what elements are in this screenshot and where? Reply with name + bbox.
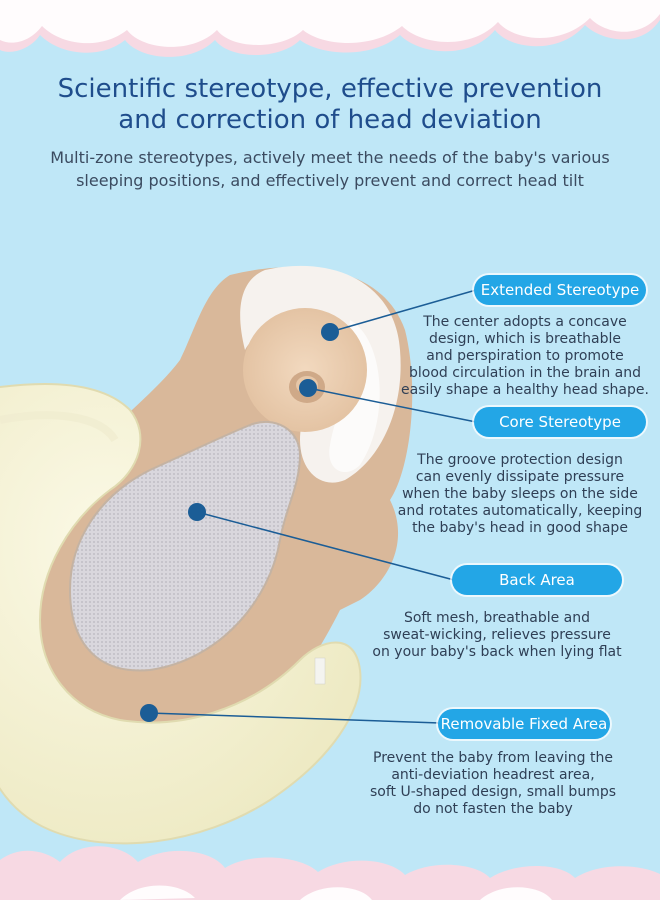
desc-line: on your baby's back when lying flat: [372, 644, 622, 660]
desc-removable-fixed-area: Prevent the baby from leaving the anti-d…: [364, 750, 622, 818]
desc-extended-stereotype: The center adopts a concave design, whic…: [400, 314, 650, 399]
page-title: Scientific stereotype, effective prevent…: [30, 74, 630, 136]
title-line-2: and correction of head deviation: [118, 105, 542, 135]
desc-line: anti-deviation headrest area,: [391, 767, 595, 783]
desc-line: Soft mesh, breathable and: [403, 610, 591, 626]
desc-line: design, which is breathable: [428, 331, 622, 347]
desc-line: sweat-wicking, relieves pressure: [383, 627, 611, 643]
subtitle-line-2: sleeping positions, and effectively prev…: [76, 171, 584, 190]
desc-line: The center adopts a concave: [423, 314, 627, 330]
label-extended-stereotype: Extended Stereotype: [474, 275, 646, 305]
desc-line: blood circulation in the brain and: [409, 365, 641, 381]
page-subtitle: Multi-zone stereotypes, actively meet th…: [30, 146, 630, 192]
desc-line: can evenly dissipate pressure: [415, 469, 625, 485]
label-removable-fixed-area: Removable Fixed Area: [438, 709, 610, 739]
desc-line: when the baby sleeps on the side: [402, 486, 638, 502]
subtitle-line-1: Multi-zone stereotypes, actively meet th…: [50, 148, 610, 167]
label-core-stereotype: Core Stereotype: [474, 407, 646, 437]
desc-line: easily shape a healthy head shape.: [401, 382, 649, 398]
desc-back-area: Soft mesh, breathable and sweat-wicking,…: [372, 610, 622, 661]
label-back-area: Back Area: [452, 565, 622, 595]
desc-line: and rotates automatically, keeping: [397, 503, 643, 519]
desc-line: do not fasten the baby: [413, 801, 573, 817]
desc-line: and perspiration to promote: [426, 348, 624, 364]
title-line-1: Scientific stereotype, effective prevent…: [57, 74, 603, 104]
desc-line: Prevent the baby from leaving the: [373, 750, 613, 766]
baby-pillow-image: [0, 265, 413, 845]
desc-line: the baby's head in good shape: [412, 520, 628, 536]
desc-core-stereotype: The groove protection design can evenly …: [395, 452, 645, 537]
desc-line: soft U-shaped design, small bumps: [369, 784, 617, 800]
desc-line: The groove protection design: [417, 452, 623, 468]
